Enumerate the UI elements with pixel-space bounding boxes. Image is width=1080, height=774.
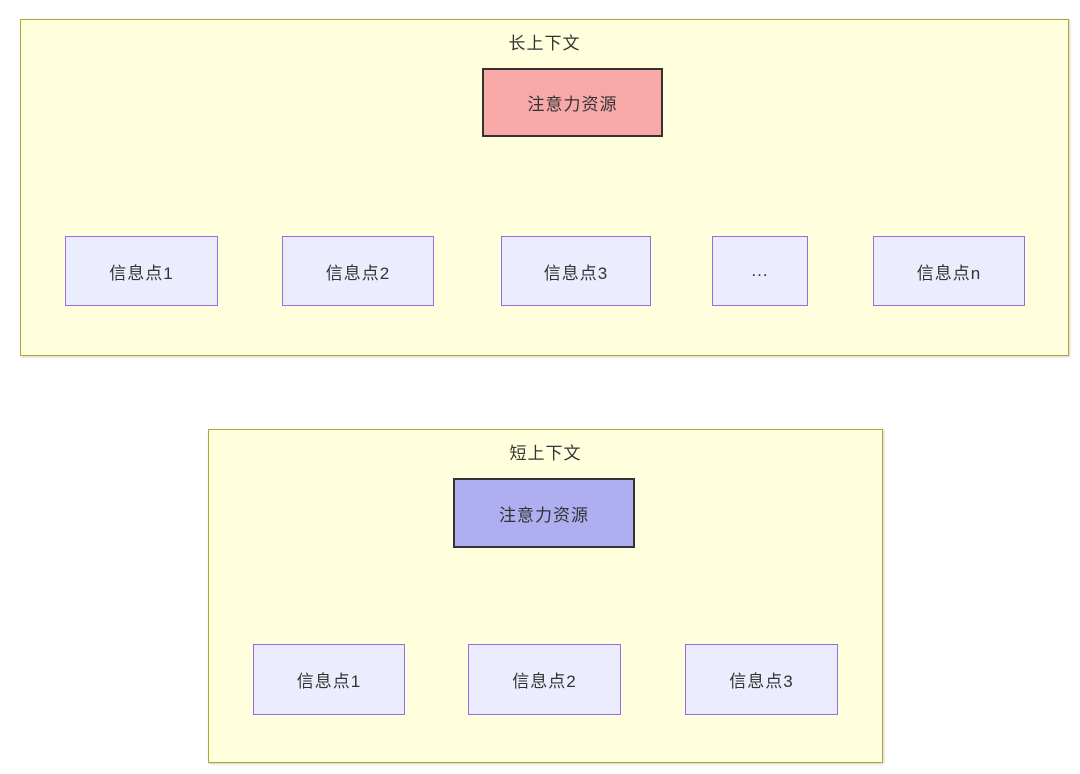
node-long-context-info-point-1: 信息点1	[65, 236, 218, 306]
cluster-long-context-title: 长上下文	[508, 34, 581, 53]
node-short-context-info-point-1: 信息点1	[253, 644, 405, 715]
node-long-context-info-point-2: 信息点2	[282, 236, 434, 306]
node-long-context-attention-resource: 注意力资源	[482, 68, 663, 137]
node-long-context-info-point-n: 信息点n	[873, 236, 1025, 306]
node-short-context-attention-resource: 注意力资源	[453, 478, 635, 548]
node-long-context-info-point-3: 信息点3	[501, 236, 651, 306]
cluster-short-context-title: 短上下文	[509, 444, 582, 463]
node-short-context-info-point-2: 信息点2	[468, 644, 621, 715]
node-short-context-info-point-3: 信息点3	[685, 644, 838, 715]
node-long-context-ellipsis: ...	[712, 236, 808, 306]
